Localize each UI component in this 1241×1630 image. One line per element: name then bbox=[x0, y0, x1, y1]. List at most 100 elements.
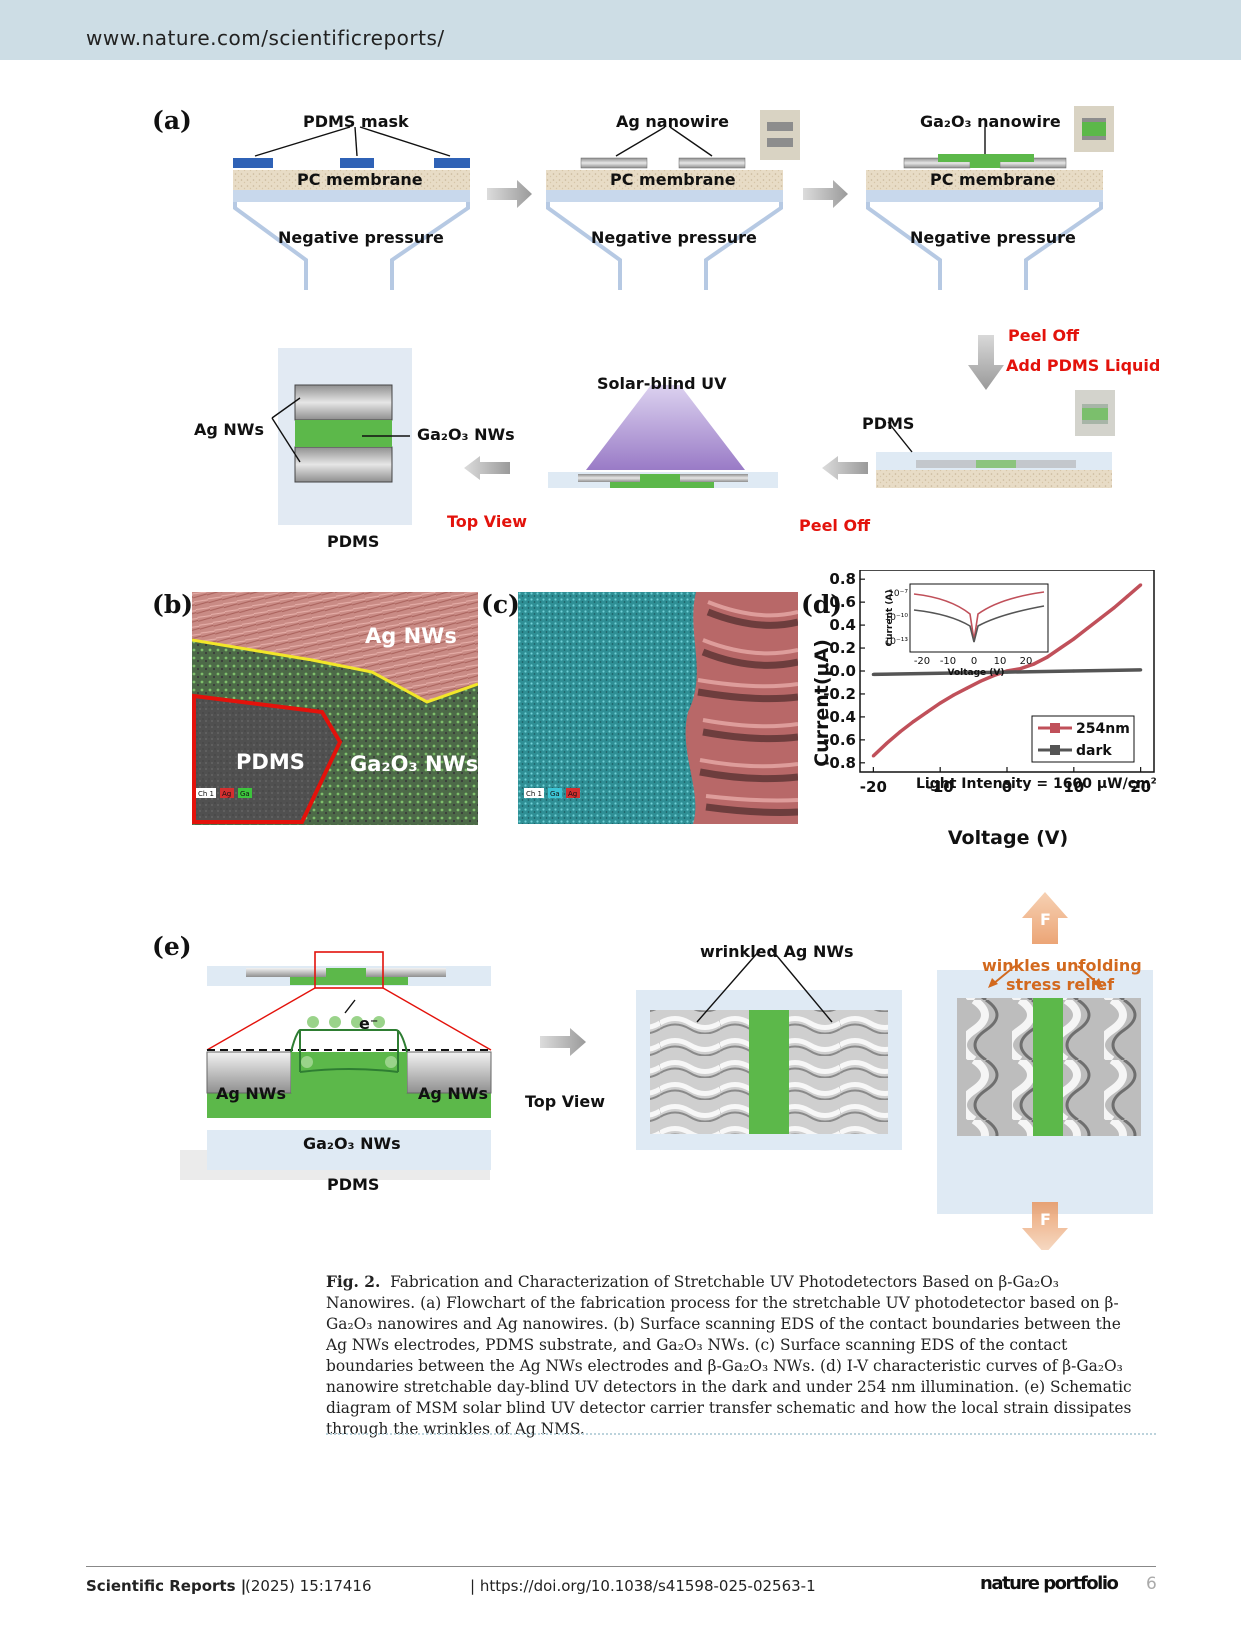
series-point-254nm-9 bbox=[992, 673, 996, 678]
legend-dark: dark bbox=[1076, 743, 1112, 759]
chart-legend: 254nm dark bbox=[1031, 715, 1135, 763]
footer-volume: (2025) 15:17416 bbox=[245, 1577, 372, 1595]
series-point-254nm-13 bbox=[1045, 655, 1049, 659]
nature-portfolio-logo: nature portfolio bbox=[980, 1573, 1119, 1594]
label-force-bottom: F bbox=[1040, 1210, 1051, 1229]
legend-b-ga: Ga bbox=[240, 790, 250, 798]
series-point-254nm-3 bbox=[911, 719, 916, 724]
label-top-view-a: Top View bbox=[447, 512, 528, 531]
legend-c-ag: Ag bbox=[568, 790, 577, 798]
series-point-dark-2 bbox=[1005, 670, 1009, 674]
label-pc-membrane-1: PC membrane bbox=[297, 170, 423, 189]
label-ag-nws-b: Ag NWs bbox=[365, 624, 457, 648]
series-point-254nm-16 bbox=[1085, 626, 1089, 631]
series-point-254nm-2 bbox=[898, 730, 902, 734]
label-pdms-e: PDMS bbox=[327, 1175, 380, 1194]
x-tick-label-2: 0 bbox=[1002, 778, 1012, 796]
label-top-view-e: Top View bbox=[525, 1092, 606, 1111]
x-tick-label-3: 10 bbox=[1063, 778, 1084, 796]
arrow-left-1 bbox=[822, 456, 868, 480]
series-point-254nm-0 bbox=[871, 754, 875, 758]
uv-device bbox=[548, 385, 778, 488]
label-add-pdms-liquid: Add PDMS Liquid bbox=[1006, 356, 1161, 375]
panel-c-legend: Ch 1 Ga Ag bbox=[524, 788, 580, 798]
caption-fig-number: Fig. 2. bbox=[326, 1273, 381, 1291]
label-pdms-right: PDMS bbox=[862, 414, 915, 433]
panel-b-legend: Ch 1 Ag Ga bbox=[196, 788, 252, 798]
panel-label-d: (d) bbox=[801, 590, 843, 619]
footer-doi[interactable]: | https://doi.org/10.1038/s41598-025-025… bbox=[470, 1577, 816, 1595]
legend-b-ag: Ag bbox=[222, 790, 231, 798]
step3-filter bbox=[866, 106, 1114, 290]
label-peel-off-2: Peel Off bbox=[799, 516, 871, 535]
step2-filter bbox=[546, 110, 800, 290]
series-point-254nm-18 bbox=[1112, 606, 1116, 610]
label-pdms-mask: PDMS mask bbox=[303, 112, 409, 131]
y-tick-label-6: 0.4 bbox=[829, 616, 856, 634]
arrow-left-2 bbox=[464, 456, 510, 480]
y-tick-label-7: 0.6 bbox=[829, 593, 856, 611]
inset-xtick-4: 20 bbox=[1020, 656, 1033, 667]
x-axis-label: Voltage (V) bbox=[948, 827, 1068, 849]
legend-b-ch1: Ch 1 bbox=[198, 790, 214, 798]
panel-b-eds-map: Ch 1 Ag Ga bbox=[192, 592, 478, 825]
series-point-254nm-6 bbox=[951, 693, 956, 697]
zoomed-cross-section bbox=[180, 999, 492, 1180]
series-point-dark-3 bbox=[1072, 669, 1076, 673]
inset-xtick-3: 10 bbox=[994, 656, 1007, 667]
y-axis-label: Current(μA) bbox=[811, 639, 833, 767]
journal-url[interactable]: www.nature.com/scientificreports/ bbox=[86, 26, 445, 50]
device-side-view bbox=[206, 951, 492, 1051]
series-point-254nm-4 bbox=[925, 710, 929, 714]
y-tick-label-5: 0.2 bbox=[829, 639, 856, 657]
stretched-top-view bbox=[937, 892, 1153, 1250]
series-point-254nm-14 bbox=[1058, 646, 1063, 650]
x-tick-label-0: -20 bbox=[860, 778, 887, 796]
inset-ylabel: Current (A) bbox=[885, 589, 895, 646]
label-pdms-b: PDMS bbox=[236, 750, 305, 774]
panel-label-c: (c) bbox=[481, 590, 520, 619]
step1-filter bbox=[233, 126, 470, 290]
inset-xtick-1: -10 bbox=[940, 656, 956, 667]
series-point-254nm-11 bbox=[1018, 667, 1022, 671]
figure-caption: Fig. 2. Fabrication and Characterization… bbox=[326, 1272, 1146, 1440]
inset-log-plot: 10⁻⁷ 10⁻¹⁰ 10⁻¹³ -20 -10 0 10 20 Voltage… bbox=[885, 583, 1049, 678]
series-point-254nm-5 bbox=[938, 701, 942, 705]
label-pc-membrane-3: PC membrane bbox=[930, 170, 1056, 189]
label-wrinkled-ag-nws: wrinkled Ag NWs bbox=[700, 942, 854, 961]
caption-text: Fabrication and Characterization of Stre… bbox=[326, 1273, 1132, 1438]
inset-xlabel: Voltage (V) bbox=[948, 668, 1005, 678]
inset-xtick-0: -20 bbox=[914, 656, 930, 667]
panel-e-schematic bbox=[180, 892, 1153, 1250]
x-tick-label-4: 20 bbox=[1130, 778, 1151, 796]
series-point-254nm-15 bbox=[1072, 637, 1076, 641]
series-point-dark-4 bbox=[1139, 668, 1143, 672]
label-peel-off-1: Peel Off bbox=[1008, 326, 1080, 345]
top-view-device bbox=[271, 348, 412, 525]
inset-xtick-2: 0 bbox=[971, 656, 977, 667]
footer-rule bbox=[86, 1566, 1156, 1567]
label-electron: e⁻ bbox=[359, 1014, 379, 1033]
series-point-254nm-8 bbox=[978, 679, 982, 683]
label-ga2o3-nws-b: Ga₂O₃ NWs bbox=[350, 752, 479, 776]
header-bar: www.nature.com/scientificreports/ bbox=[0, 0, 1241, 60]
series-point-254nm-17 bbox=[1098, 616, 1103, 620]
y-tick-label-0: -0.8 bbox=[823, 754, 856, 772]
y-tick-label-2: -0.4 bbox=[823, 708, 856, 726]
label-negative-pressure-1: Negative pressure bbox=[278, 228, 444, 247]
label-pdms-topview: PDMS bbox=[327, 532, 380, 551]
label-ga2o3-nws-e: Ga₂O₃ NWs bbox=[303, 1134, 401, 1153]
y-tick-label-4: 0.0 bbox=[829, 662, 856, 680]
panel-c-eds-map: Ch 1 Ga Ag bbox=[518, 592, 798, 824]
label-negative-pressure-2: Negative pressure bbox=[591, 228, 757, 247]
label-ga2o3-nws-a: Ga₂O₃ NWs bbox=[417, 425, 515, 444]
panel-label-a: (a) bbox=[152, 106, 192, 135]
inset-ytick-2: 10⁻¹³ bbox=[885, 637, 909, 647]
panel-a-schematic bbox=[233, 106, 1115, 525]
page-number: 6 bbox=[1146, 1574, 1157, 1594]
series-point-254nm-20 bbox=[1139, 583, 1143, 587]
arrow-down bbox=[968, 335, 1004, 390]
light-intensity-annotation: Light Intensity = 1600 μW/cm² bbox=[916, 776, 1157, 792]
inset-ytick-0: 10⁻⁷ bbox=[888, 589, 908, 599]
